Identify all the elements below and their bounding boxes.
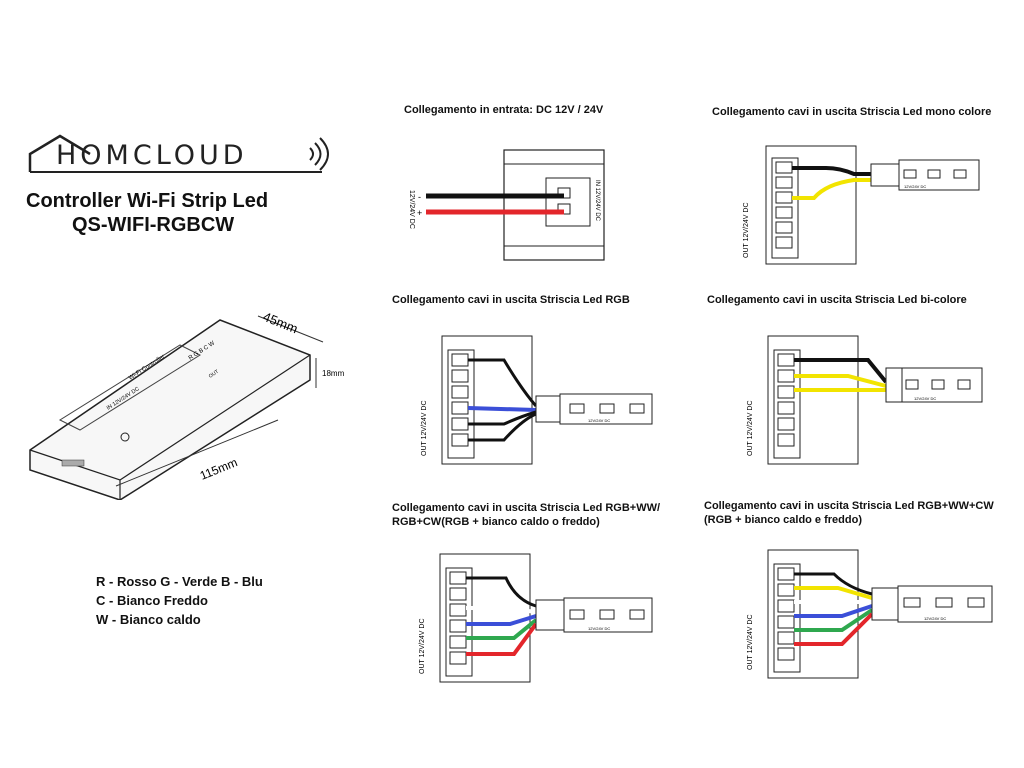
diagram-mono: OUT 12V/24V DC 12V/24V DC — [736, 140, 986, 270]
terminal-label-bicolor: OUT 12V/24V DC — [747, 400, 754, 456]
product-model: QS-WIFI-RGBCW — [72, 214, 235, 236]
dim-width: 45mm — [261, 309, 300, 336]
diagram-rgb: OUT 12V/24V DC 12V/24V DC — [412, 330, 662, 470]
strip-label-mono: 12V/24V DC — [904, 184, 926, 189]
input-in-label: IN 12V/24V DC — [594, 180, 600, 222]
terminal-label-rgbwwcw: OUT 12V/24V DC — [747, 614, 754, 670]
strip-label-bicolor: 12V/24V DC — [914, 396, 936, 401]
heading-rgbwwcw-2: (RGB + bianco caldo e freddo) — [704, 514, 862, 526]
product-title: Controller Wi-Fi Strip Led — [26, 190, 269, 212]
input-label: 12V/24V DC — [408, 190, 415, 229]
brand-name: HOMCLOUD — [56, 140, 248, 171]
device-out-label: OUT — [208, 369, 220, 380]
svg-text:+: + — [417, 208, 422, 218]
device-drawing: Wi-Fi Controller IN 12V/24V DC R G B C W… — [20, 300, 360, 501]
terminal-label-rgbww: OUT 12V/24V DC — [419, 618, 426, 674]
strip-label-rgb: 12V/24V DC — [588, 418, 610, 423]
heading-mono: Collegamento cavi in uscita Striscia Led… — [712, 106, 992, 118]
strip-label-rgbwwcw: 12V/24V DC — [924, 616, 946, 621]
heading-rgbwwcw-1: Collegamento cavi in uscita Striscia Led… — [704, 500, 994, 512]
heading-bicolor: Collegamento cavi in uscita Striscia Led… — [707, 294, 967, 306]
heading-rgb: Collegamento cavi in uscita Striscia Led… — [392, 294, 630, 306]
terminal-label-rgb: OUT 12V/24V DC — [421, 400, 428, 456]
color-legend: R - Rosso G - Verde B - Blu C - Bianco F… — [96, 572, 263, 629]
diagram-input: 12V/24V DC - + IN 12V/24V DC — [396, 130, 626, 270]
heading-rgbww-2: RGB+CW(RGB + bianco caldo o freddo) — [392, 516, 600, 528]
dim-height: 18mm — [322, 369, 345, 378]
homcloud-logo: HOMCLOUD — [22, 128, 332, 180]
house-wifi-logo-icon — [28, 134, 329, 173]
dim-length: 115mm — [198, 455, 240, 483]
diagram-rgbww: OUT 12V/24V DC 12V/24V DC — [410, 548, 660, 688]
strip-label-rgbww: 12V/24V DC — [588, 626, 610, 631]
legend-warm-white: W - Bianco caldo — [96, 612, 201, 627]
heading-rgbww-1: Collegamento cavi in uscita Striscia Led… — [392, 502, 661, 514]
legend-rgb: R - Rosso G - Verde B - Blu — [96, 574, 263, 589]
svg-text:-: - — [418, 192, 421, 202]
connector-pins — [61, 459, 85, 467]
legend-cold-white: C - Bianco Freddo — [96, 593, 208, 608]
terminal-label-mono: OUT 12V/24V DC — [743, 202, 750, 258]
diagram-rgbwwcw: OUT 12V/24V DC 12V/24V DC — [738, 544, 998, 684]
heading-input: Collegamento in entrata: DC 12V / 24V — [404, 104, 604, 116]
diagram-bicolor: OUT 12V/24V DC 12V/24V DC — [738, 330, 988, 470]
